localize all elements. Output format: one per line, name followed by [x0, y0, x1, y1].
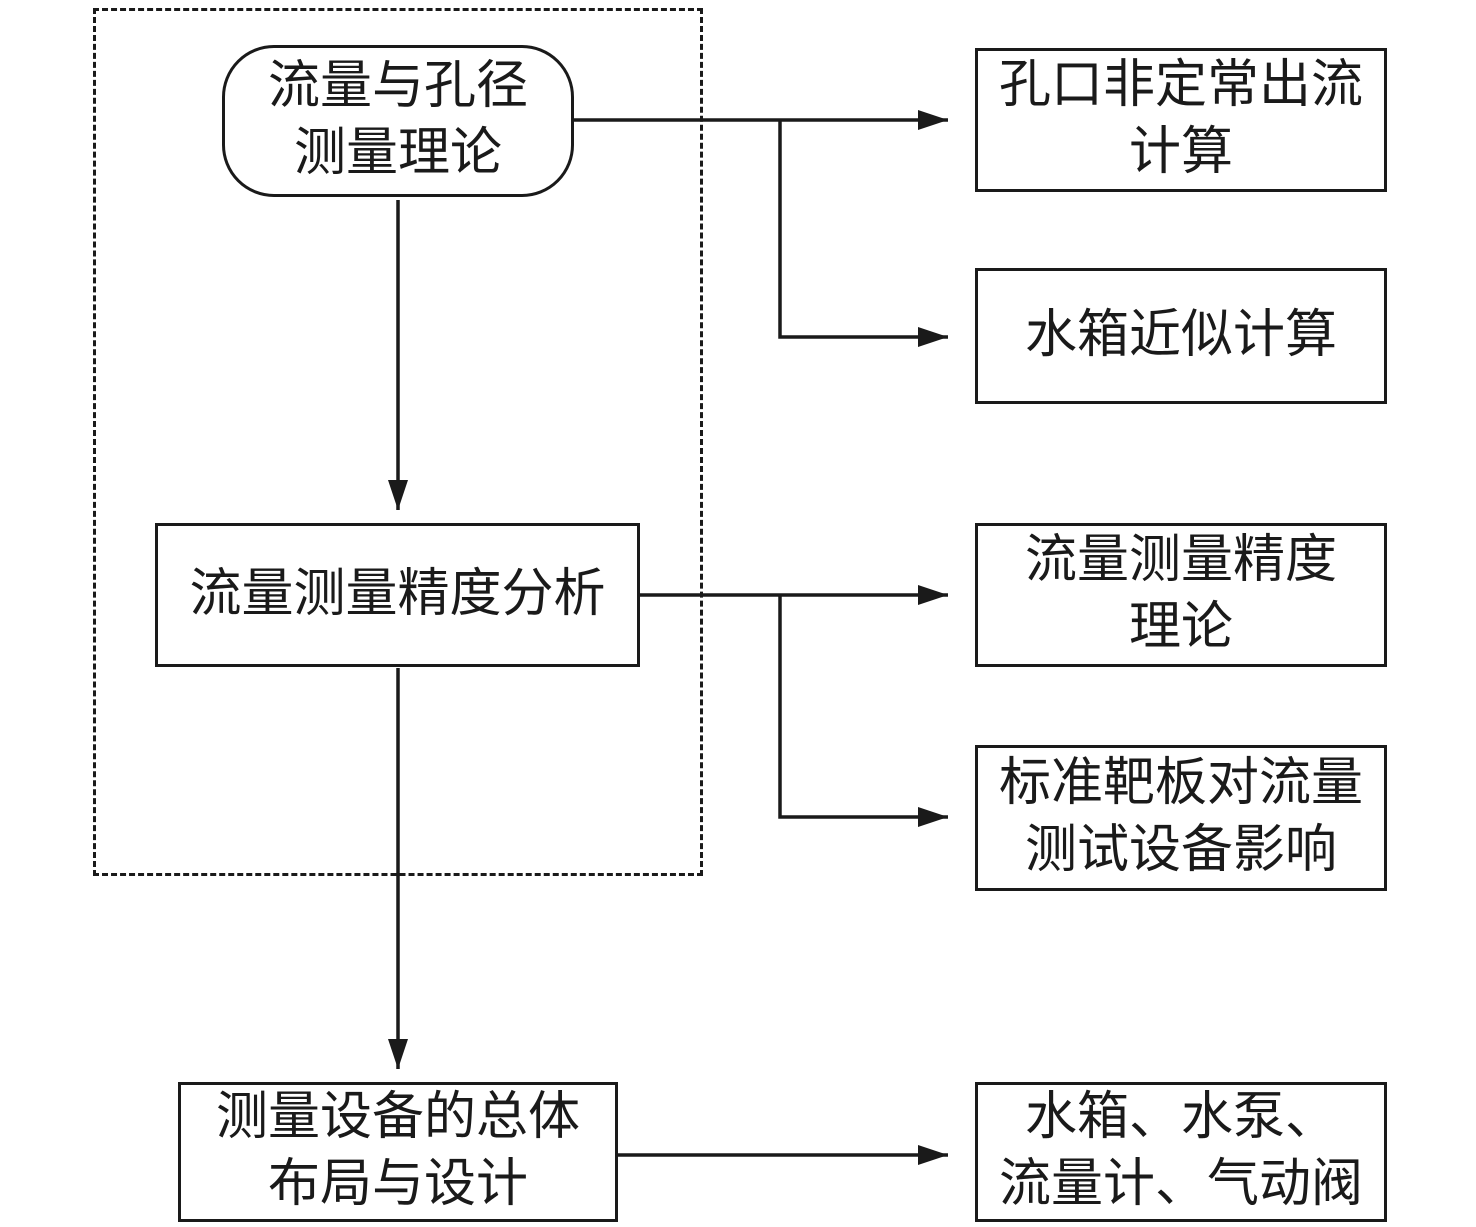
node-tank-approximation: 水箱近似计算 — [975, 268, 1387, 404]
node-flow-accuracy-analysis: 流量测量精度分析 — [155, 523, 640, 667]
node-label-line: 水箱、水泵、 — [1024, 1089, 1337, 1147]
node-label-line: 测量理论 — [293, 125, 502, 182]
node-flow-aperture-theory: 流量与孔径 测量理论 — [222, 45, 574, 197]
node-label-line: 流量与孔径 — [267, 58, 528, 116]
node-label-line: 布局与设计 — [267, 1156, 528, 1213]
node-label-line: 孔口非定常出流 — [998, 57, 1363, 115]
node-label-line: 测量设备的总体 — [215, 1089, 580, 1147]
node-label-line: 流量测量精度 — [1024, 532, 1337, 590]
node-label-line: 流量测量精度分析 — [189, 565, 606, 623]
node-label-line: 水箱近似计算 — [1024, 306, 1337, 364]
theory-group-frame — [93, 8, 703, 876]
node-tank-pump-flowmeter-valve: 水箱、水泵、 流量计、气动阀 — [975, 1082, 1387, 1222]
node-label-line: 计算 — [1128, 124, 1233, 181]
node-label-line: 流量计、气动阀 — [998, 1156, 1363, 1213]
node-equipment-layout-design: 测量设备的总体 布局与设计 — [178, 1082, 618, 1222]
arrow-theory-to-tank — [778, 120, 948, 347]
node-label-line: 理论 — [1128, 599, 1233, 656]
node-label-line: 标准靶板对流量 — [998, 755, 1363, 813]
node-orifice-unsteady-outflow: 孔口非定常出流 计算 — [975, 48, 1387, 192]
arrow-accuracy-to-target-plate — [778, 595, 948, 827]
node-standard-target-plate-influence: 标准靶板对流量 测试设备影响 — [975, 745, 1387, 891]
node-flow-accuracy-theory: 流量测量精度 理论 — [975, 523, 1387, 667]
node-label-line: 测试设备影响 — [1024, 822, 1337, 879]
